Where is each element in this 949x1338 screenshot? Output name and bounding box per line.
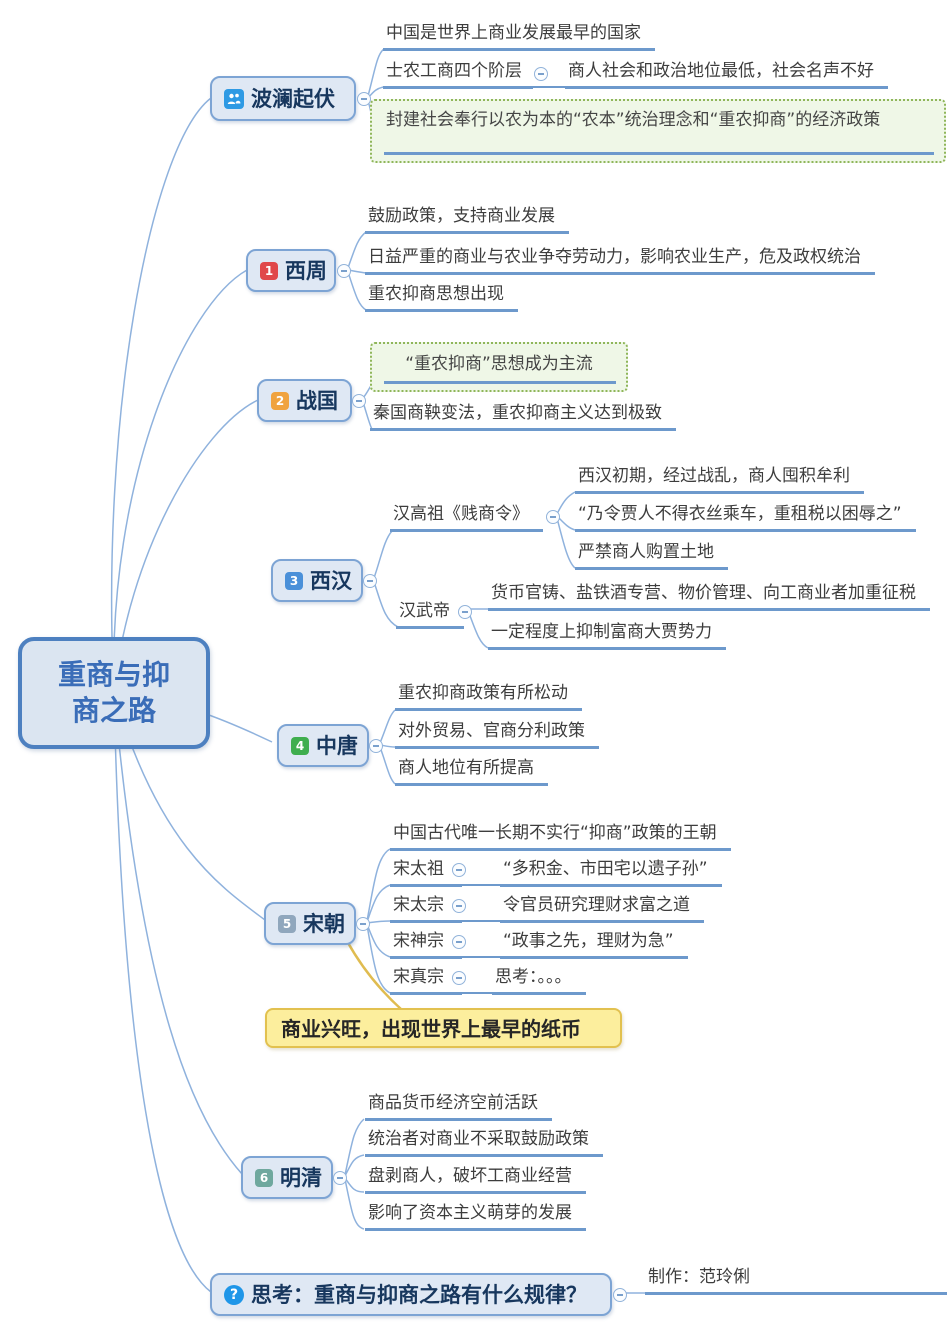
numeric-badge: 6: [255, 1168, 273, 1187]
branch-node-overview[interactable]: 波澜起伏: [210, 76, 356, 121]
collapse-icon[interactable]: [337, 264, 351, 278]
collapse-icon[interactable]: [452, 899, 466, 913]
collapse-icon[interactable]: [356, 917, 370, 931]
topic-sikao-child[interactable]: 制作：范玲俐: [645, 1266, 947, 1295]
topic-xizhou-c2[interactable]: 日益严重的商业与农业争夺劳动力，影响农业生产，危及政权统治: [365, 246, 875, 275]
numeric-badge: 1: [260, 261, 278, 280]
branch-node-zhanguo[interactable]: 2 战国: [257, 379, 352, 422]
topic-songchao-c1[interactable]: 中国古代唯一长期不实行“抑商”政策的王朝: [390, 822, 731, 851]
topic-zhongtang-c2[interactable]: 对外贸易、官商分利政策: [395, 720, 599, 749]
minus-glyph: [550, 516, 556, 518]
collapse-icon[interactable]: [458, 605, 472, 619]
minus-glyph: [341, 270, 347, 272]
collapse-icon[interactable]: [534, 67, 548, 81]
branch-label: 思考：重商与抑商之路有什么规律？: [251, 1282, 587, 1307]
collapse-icon[interactable]: [363, 574, 377, 588]
topic-xizhou-c3[interactable]: 重农抑商思想出现: [365, 283, 518, 312]
question-icon: ?: [224, 1284, 244, 1305]
branch-node-xizhou[interactable]: 1 西周: [246, 249, 336, 292]
minus-glyph: [456, 869, 462, 871]
collapse-icon[interactable]: [546, 510, 560, 524]
minus-glyph: [462, 611, 468, 613]
root-title-line2: 商之路: [71, 694, 156, 727]
topic-taizong-child[interactable]: 令官员研究理财求富之道: [500, 894, 704, 923]
topic-underline: [384, 152, 934, 155]
numeric-badge: 4: [291, 736, 309, 755]
topic-zhanguo-c2[interactable]: 秦国商鞅变法，重农抑商主义达到极致: [370, 402, 676, 431]
minus-glyph: [456, 977, 462, 979]
collapse-icon[interactable]: [452, 935, 466, 949]
topic-shenzong-label[interactable]: 宋神宗: [390, 930, 462, 959]
topic-wudi-label[interactable]: 汉武帝: [396, 600, 464, 629]
topic-overview-c3-box[interactable]: 封建社会奉行以农为本的“农本”统治理念和“重农抑商”的经济政策: [370, 99, 946, 163]
numeric-badge: 5: [278, 914, 296, 933]
branch-label: 波澜起伏: [251, 86, 335, 111]
topic-zhongtang-c1[interactable]: 重农抑商政策有所松动: [395, 682, 582, 711]
minus-glyph: [617, 1294, 623, 1296]
minus-glyph: [456, 941, 462, 943]
minus-glyph: [456, 905, 462, 907]
people-icon: [224, 88, 244, 109]
minus-glyph: [337, 1177, 343, 1179]
minus-glyph: [538, 73, 544, 75]
root-topic[interactable]: 重商与抑 商之路: [18, 637, 210, 749]
collapse-icon[interactable]: [452, 971, 466, 985]
topic-mingqing-c1[interactable]: 商品货币经济空前活跃: [365, 1092, 552, 1121]
branch-node-mingqing[interactable]: 6 明清: [241, 1156, 333, 1199]
topic-gaozu-c1[interactable]: 西汉初期，经过战乱，商人囤积牟利: [575, 465, 864, 494]
topic-mingqing-c4[interactable]: 影响了资本主义萌芽的发展: [365, 1202, 586, 1231]
topic-gaozu-c3[interactable]: 严禁商人购置土地: [575, 541, 728, 570]
topic-zhongtang-c3[interactable]: 商人地位有所提高: [395, 757, 548, 786]
minus-glyph: [356, 400, 362, 402]
topic-overview-c2-child[interactable]: 商人社会和政治地位最低，社会名声不好: [565, 60, 888, 89]
topic-wudi-c1[interactable]: 货币官铸、盐铁酒专营、物价管理、向工商业者加重征税: [488, 582, 930, 611]
topic-zhenzong-child[interactable]: 思考：。。。: [492, 966, 586, 995]
topic-taizong-label[interactable]: 宋太宗: [390, 894, 462, 923]
collapse-icon[interactable]: [613, 1288, 627, 1302]
topic-zhenzong-label[interactable]: 宋真宗: [390, 966, 462, 995]
topic-wudi-c2[interactable]: 一定程度上抑制富商大贾势力: [488, 621, 726, 650]
topic-mingqing-c2[interactable]: 统治者对商业不采取鼓励政策: [365, 1128, 603, 1157]
topic-taizu-child[interactable]: “多积金、市田宅以遗子孙”: [500, 858, 722, 887]
branch-label: 西周: [285, 258, 327, 283]
minus-glyph: [361, 98, 367, 100]
branch-node-sikao[interactable]: ? 思考：重商与抑商之路有什么规律？: [210, 1273, 612, 1316]
topic-shenzong-child[interactable]: “政事之先，理财为急”: [500, 930, 688, 959]
topic-overview-c1[interactable]: 中国是世界上商业发展最早的国家: [383, 22, 655, 51]
minus-glyph: [367, 580, 373, 582]
numeric-badge: 3: [285, 571, 303, 590]
collapse-icon[interactable]: [333, 1171, 347, 1185]
minus-glyph: [373, 745, 379, 747]
green-box-text: 封建社会奉行以农为本的“农本”统治理念和“重农抑商”的经济政策: [386, 110, 881, 130]
branch-node-zhongtang[interactable]: 4 中唐: [277, 724, 369, 767]
collapse-icon[interactable]: [452, 863, 466, 877]
numeric-badge: 2: [271, 391, 289, 410]
branch-label: 明清: [280, 1165, 322, 1190]
green-box-text: “重农抑商”思想成为主流: [405, 354, 593, 374]
branch-node-xihan[interactable]: 3 西汉: [271, 559, 363, 602]
collapse-icon[interactable]: [357, 92, 371, 106]
question-glyph: ?: [229, 1286, 239, 1303]
branch-label: 西汉: [310, 568, 352, 593]
branch-label: 宋朝: [303, 911, 345, 936]
topic-overview-c2-label[interactable]: 士农工商四个阶层: [383, 60, 533, 89]
topic-xizhou-c1[interactable]: 鼓励政策，支持商业发展: [365, 205, 569, 234]
topic-underline: [384, 381, 616, 384]
topic-gaozu-label[interactable]: 汉高祖《贱商令》: [390, 503, 543, 532]
branch-label: 中唐: [316, 733, 358, 758]
minus-glyph: [360, 923, 366, 925]
branch-label: 战国: [296, 388, 338, 413]
callout-paper-money[interactable]: 商业兴旺，出现世界上最早的纸币: [265, 1008, 622, 1048]
topic-taizu-label[interactable]: 宋太祖: [390, 858, 462, 887]
collapse-icon[interactable]: [352, 394, 366, 408]
topic-mingqing-c3[interactable]: 盘剥商人，破坏工商业经营: [365, 1165, 586, 1194]
topic-zhanguo-box[interactable]: “重农抑商”思想成为主流: [370, 342, 628, 392]
branch-node-songchao[interactable]: 5 宋朝: [264, 902, 356, 945]
collapse-icon[interactable]: [369, 739, 383, 753]
topic-gaozu-c2[interactable]: “乃令贾人不得衣丝乘车，重租税以困辱之”: [575, 503, 916, 532]
root-title-line1: 重商与抑: [57, 658, 170, 691]
